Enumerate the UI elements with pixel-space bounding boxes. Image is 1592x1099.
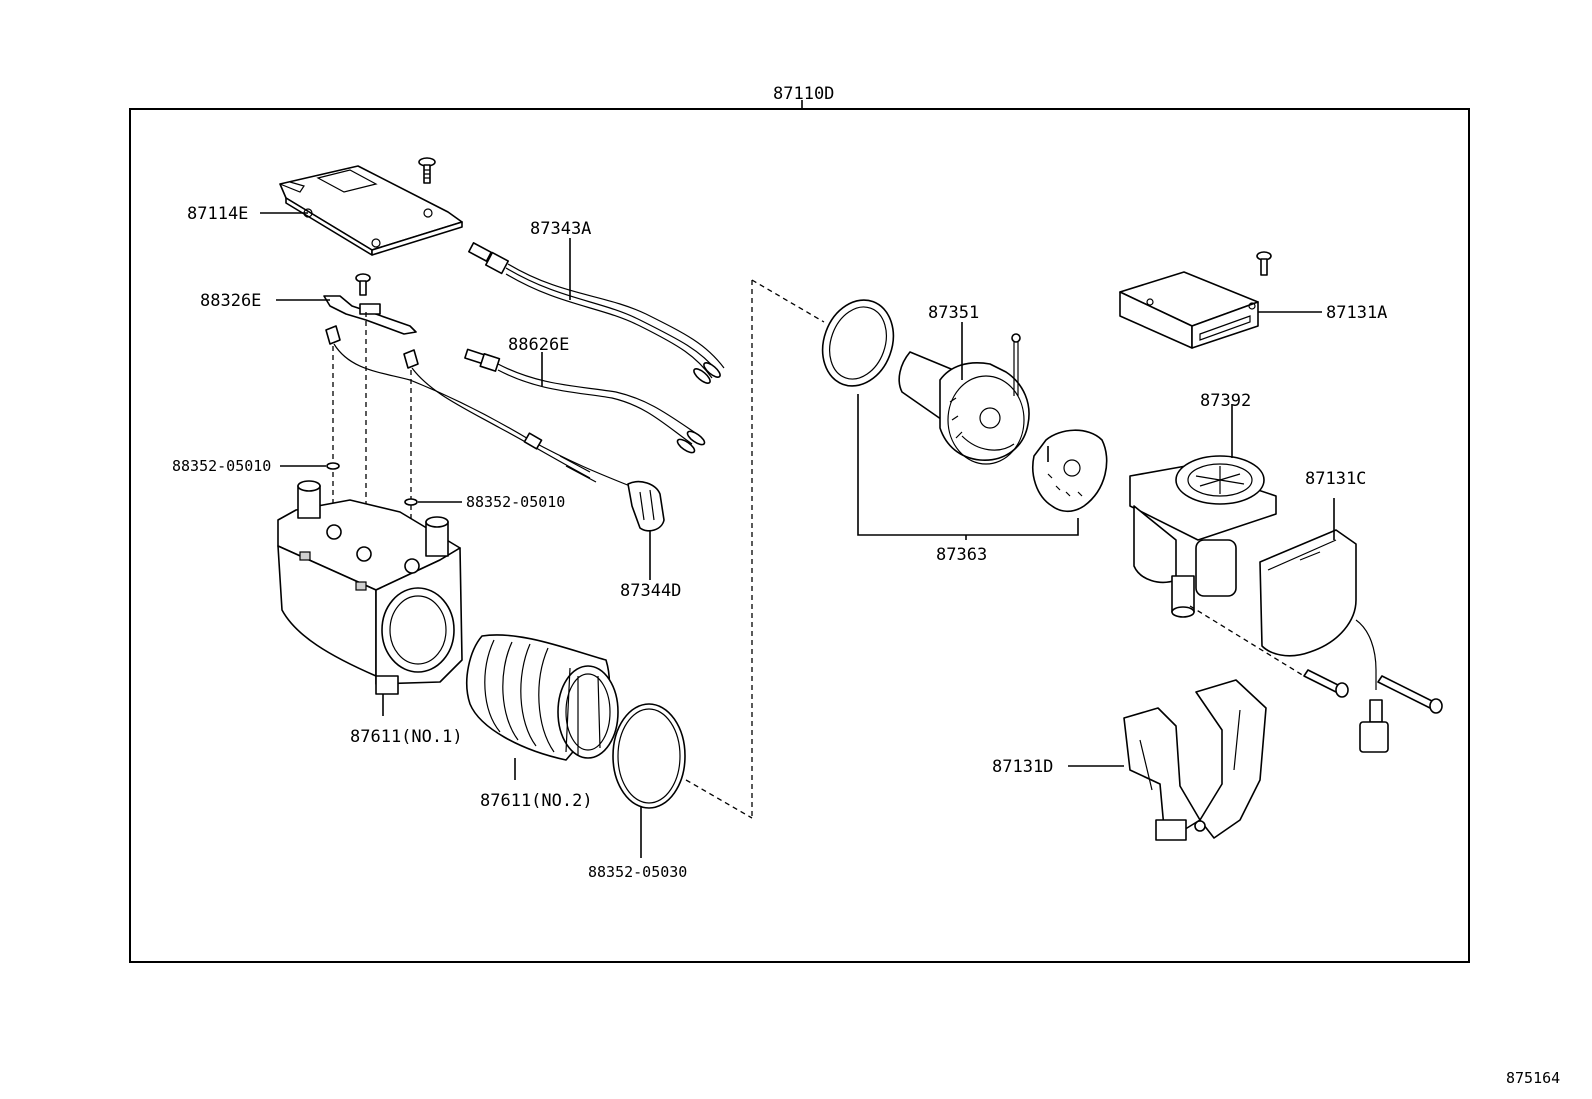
burner-tube-87351 <box>898 333 1030 465</box>
leader-87363 <box>857 394 1079 536</box>
cover-87131C <box>1259 529 1389 753</box>
sensor-wire-87343A <box>468 242 725 384</box>
figure-number: 875164 <box>1506 1069 1560 1087</box>
label-88326E: 88326E <box>200 291 261 311</box>
assembly-line <box>685 779 753 819</box>
label-87351: 87351 <box>928 303 979 323</box>
label-87611-no1: 87611(NO.1) <box>350 727 463 747</box>
bracket-87131D <box>1123 679 1267 841</box>
bolt-icon <box>1377 675 1443 714</box>
o-ring-icon <box>404 498 418 506</box>
wire-harness-87344D <box>325 325 665 532</box>
label-87114E: 87114E <box>187 204 248 224</box>
cover-plate-87114E <box>279 165 463 256</box>
label-87131A: 87131A <box>1326 303 1387 323</box>
label-88352-05030: 88352-05030 <box>588 863 687 881</box>
label-87392: 87392 <box>1200 391 1251 411</box>
screw-icon <box>418 157 436 184</box>
label-88352-05010-right: 88352-05010 <box>466 493 565 511</box>
gasket-ring <box>821 299 895 387</box>
assembly-frame <box>129 100 1470 963</box>
label-87343A: 87343A <box>530 219 591 239</box>
blower-motor-87392 <box>1129 455 1277 618</box>
label-87363: 87363 <box>936 545 987 565</box>
assembly-line <box>1189 605 1305 677</box>
label-87131D: 87131D <box>992 757 1053 777</box>
clamp-88326E <box>323 295 417 335</box>
baffle-plate <box>1032 429 1108 513</box>
corrugated-tube-87611-no2 <box>466 634 619 761</box>
gasket-ring-inner <box>829 306 887 380</box>
heater-housing-87611-no1 <box>277 480 463 695</box>
label-88626E: 88626E <box>508 335 569 355</box>
assembly-line <box>751 279 825 323</box>
o-ring-icon <box>326 462 340 470</box>
label-87131C: 87131C <box>1305 469 1366 489</box>
o-ring-88352-05030 <box>612 703 686 809</box>
label-88352-05010-left: 88352-05010 <box>172 457 271 475</box>
screw-icon <box>355 273 371 296</box>
label-87110D: 87110D <box>773 84 834 104</box>
label-87344D: 87344D <box>620 581 681 601</box>
o-ring-inner <box>617 708 681 804</box>
screw-icon <box>1256 251 1272 276</box>
bolt-icon <box>1303 669 1349 698</box>
label-87611-no2: 87611(NO.2) <box>480 791 593 811</box>
control-box-87131A <box>1119 271 1259 349</box>
sensor-88626E <box>464 348 706 454</box>
